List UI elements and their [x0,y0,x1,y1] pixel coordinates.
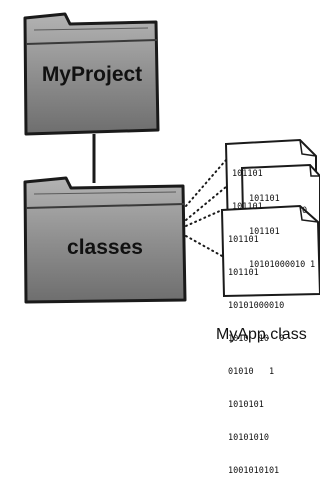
diagram-canvas [23,12,320,304]
front-line: 101101 [228,235,259,245]
front-line: 01010 1 [228,367,275,377]
project-folder-label: MyProject [41,63,143,86]
dotted-leader-lines [185,159,245,257]
project-folder-icon[interactable] [23,12,160,136]
middle-fragment: 0 [302,206,308,216]
middle-line: 101101 [249,194,280,204]
file-caption: MyApp.class [216,326,307,343]
middle-line: 101101 [249,227,280,237]
back-line: 101101 [232,169,263,179]
classes-folder-icon[interactable] [23,176,187,304]
back-fragment: 1 [310,260,316,270]
front-line: 10101000010 [228,301,285,311]
front-line: 1010101 [228,400,264,410]
front-line: 101101 [228,268,259,278]
middle-line: 10101000010 [249,260,306,270]
front-line: 10101010 [228,433,269,443]
diagram-stage: MyProject classes 101101 101101 101101 1… [23,12,320,476]
classes-folder-label: classes [67,236,143,259]
front-line: 1001010101 [228,466,280,476]
class-file-document-front [220,204,320,298]
back-document-text: 101101 101101 [232,147,263,235]
front-document-text: 101101 101101 10101000010 1010 10 0 0101… [228,213,284,499]
middle-document-text: 101101 101101 10101000010 [249,172,305,293]
back-line: 101101 [232,202,263,212]
front-line: 1010 10 0 [228,334,285,344]
